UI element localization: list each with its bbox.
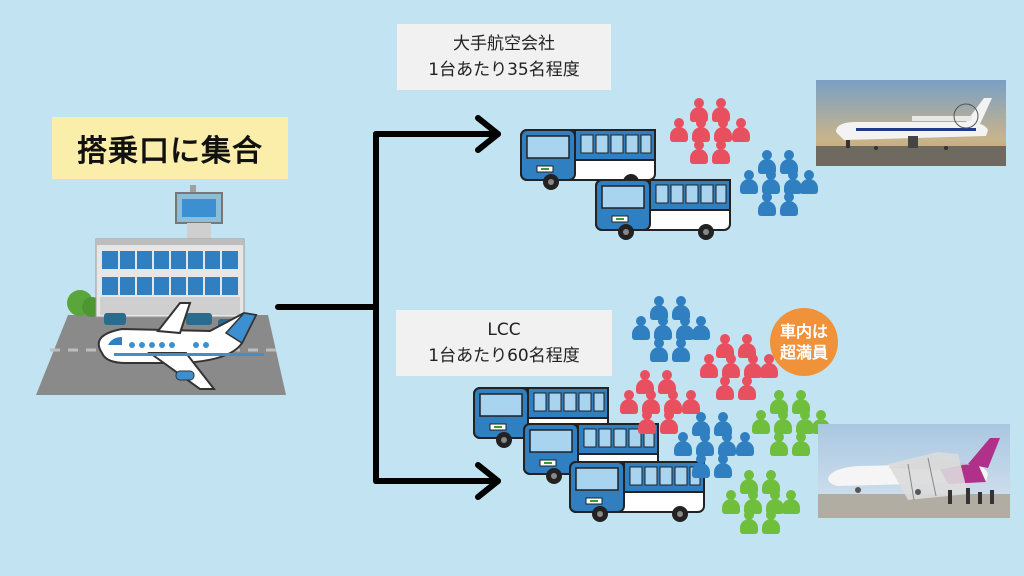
person-icon [692,316,710,340]
person-icon [620,390,638,414]
crowded-badge: 車内は 超満員 [770,308,838,376]
person-icon [718,432,736,456]
person-icon [714,454,732,478]
person-icon [650,338,668,362]
person-icon [638,410,656,434]
person-icon [758,192,776,216]
person-icon [712,140,730,164]
major-airline-label: 大手航空会社 1台あたり35名程度 [397,24,611,90]
person-icon [736,432,754,456]
person-icon [676,316,694,340]
person-icon [738,376,756,400]
person-icon [740,510,758,534]
person-icon [796,410,814,434]
person-icon [692,454,710,478]
bus-icon [519,126,659,196]
person-icon [670,118,688,142]
person-icon [692,118,710,142]
regional-plane-photo [816,80,1006,166]
person-icon [722,354,740,378]
person-icon [660,410,678,434]
bus-icon [568,458,708,528]
bus-icon [594,176,734,246]
person-icon [722,490,740,514]
lcc-name: LCC [487,320,521,340]
major-airline-capacity: 1台あたり35名程度 [428,60,580,80]
major-airline-name: 大手航空会社 [453,34,555,54]
lcc-jet-photo [818,424,1010,518]
person-icon [672,338,690,362]
badge-line2: 超満員 [779,343,828,362]
title-text: 搭乗口に集合 [77,134,263,169]
bus-icon [472,384,612,454]
person-icon [696,432,714,456]
person-icon [714,118,732,142]
airport-illustration [36,185,286,395]
person-icon [682,390,700,414]
person-icon [732,118,750,142]
person-icon [744,354,762,378]
person-icon [780,192,798,216]
person-icon [700,354,718,378]
person-icon [690,140,708,164]
badge-line1: 車内は [779,322,828,341]
person-icon [740,170,758,194]
person-icon [782,490,800,514]
person-icon [774,410,792,434]
person-icon [762,510,780,534]
person-icon [760,354,778,378]
person-icon [716,376,734,400]
person-icon [762,170,780,194]
person-icon [800,170,818,194]
lcc-label: LCC 1台あたり60名程度 [396,310,612,376]
person-icon [674,432,692,456]
person-icon [784,170,802,194]
person-icon [792,432,810,456]
lcc-capacity: 1台あたり60名程度 [428,346,580,366]
person-icon [770,432,788,456]
gather-at-gate-label: 搭乗口に集合 [52,117,288,179]
person-icon [632,316,650,340]
person-icon [752,410,770,434]
person-icon [654,316,672,340]
